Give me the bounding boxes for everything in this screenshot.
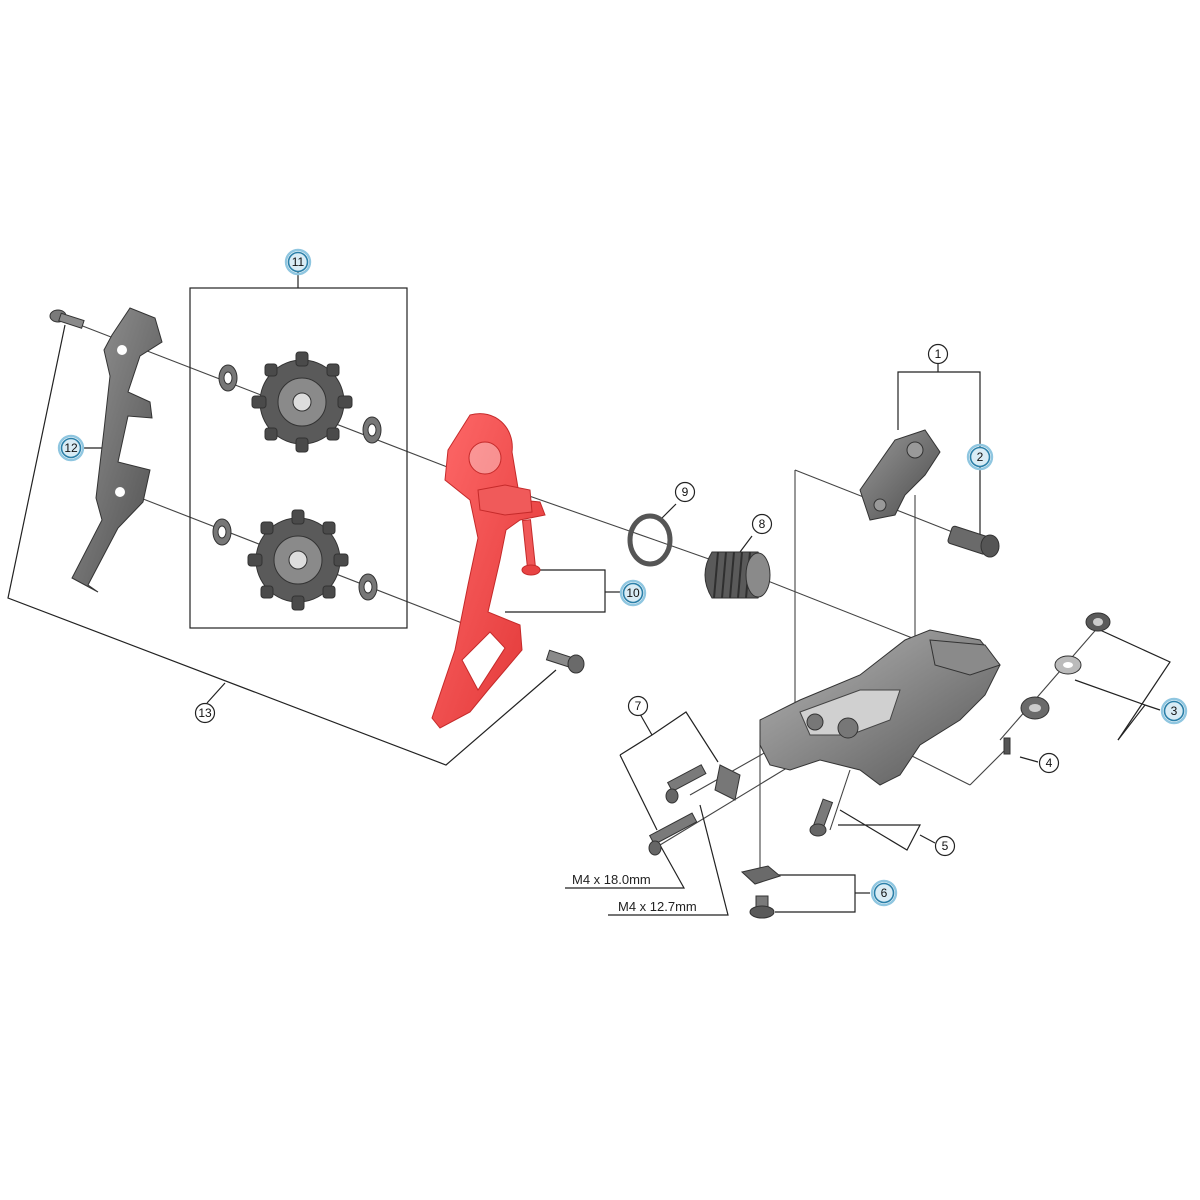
callout-9[interactable]: 9: [674, 481, 696, 503]
inner-cage-plate: [71, 307, 163, 593]
small-pin: [1003, 737, 1011, 755]
derailleur-body: [759, 629, 1001, 786]
callout-11[interactable]: 11: [284, 248, 312, 276]
svg-text:7: 7: [635, 699, 642, 713]
mounting-bolts: [648, 764, 741, 856]
callout-8[interactable]: 8: [751, 513, 773, 535]
b-axle-bolt: [947, 525, 1000, 558]
callout-6[interactable]: 6: [870, 879, 898, 907]
svg-text:1: 1: [935, 347, 942, 361]
callout-4[interactable]: 4: [1038, 752, 1060, 774]
callout-7[interactable]: 7: [627, 695, 649, 717]
svg-text:10: 10: [626, 586, 640, 600]
lower-pulley-wheel: [247, 509, 349, 611]
outer-cage-plate-highlighted: [431, 413, 546, 729]
tension-spring: [704, 551, 771, 599]
svg-text:5: 5: [942, 839, 949, 853]
b-link-bracket: [859, 429, 941, 521]
callout-13[interactable]: 13: [194, 702, 216, 724]
bolt-length-long-label: M4 x 18.0mm: [572, 872, 651, 887]
callout-12[interactable]: 12: [57, 434, 85, 462]
svg-text:2: 2: [977, 450, 984, 464]
adjuster-nut-set: [1020, 612, 1111, 720]
svg-text:6: 6: [881, 886, 888, 900]
callout-3[interactable]: 3: [1160, 697, 1188, 725]
svg-text:12: 12: [64, 441, 78, 455]
svg-text:9: 9: [682, 485, 689, 499]
cage-bolt-bottom: [545, 649, 585, 674]
svg-text:3: 3: [1171, 704, 1178, 718]
svg-text:8: 8: [759, 517, 766, 531]
callout-5[interactable]: 5: [934, 835, 956, 857]
callout-1[interactable]: 1: [927, 343, 949, 365]
svg-text:13: 13: [198, 706, 212, 720]
callout-2[interactable]: 2: [966, 443, 994, 471]
cable-fixing-bolt-set: [740, 865, 782, 919]
callout-10[interactable]: 10: [619, 579, 647, 607]
leader-lines: [7, 272, 1171, 916]
upper-pulley-wheel: [251, 351, 353, 453]
bolt-length-short-label: M4 x 12.7mm: [618, 899, 697, 914]
cage-bolt-top: [49, 309, 85, 329]
cage-stop-screw: [521, 519, 541, 576]
limit-bolt: [809, 798, 834, 837]
pulley-set: [212, 351, 382, 611]
svg-text:11: 11: [292, 255, 305, 269]
assembly-axis-lines: [79, 324, 1101, 880]
snap-ring: [627, 513, 673, 567]
svg-text:4: 4: [1046, 756, 1053, 770]
